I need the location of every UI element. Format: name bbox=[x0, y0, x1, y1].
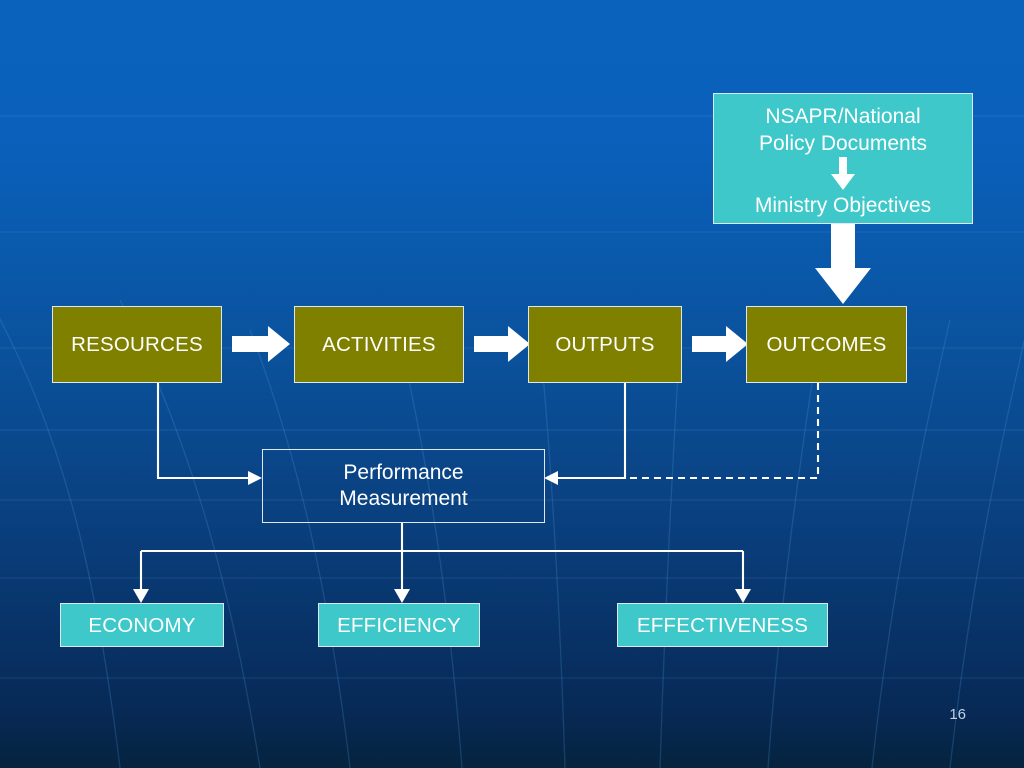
source-line-2: Policy Documents bbox=[758, 132, 928, 156]
chain-box-activities-label: ACTIVITIES bbox=[322, 333, 436, 356]
measure-box-effectiveness[interactable]: EFFECTIVENESS bbox=[617, 603, 828, 647]
block-arrow-top-to-outcomes bbox=[815, 220, 871, 304]
chain-box-activities[interactable]: ACTIVITIES bbox=[294, 306, 464, 383]
down-arrow-icon bbox=[714, 156, 972, 192]
measure-box-effectiveness-label: EFFECTIVENESS bbox=[636, 613, 809, 637]
measurement-line-1: Performance bbox=[343, 461, 464, 485]
block-arrow-outputs-outcomes bbox=[692, 326, 748, 362]
measure-box-efficiency-label: EFFICIENCY bbox=[337, 613, 461, 637]
measure-box-economy[interactable]: ECONOMY bbox=[60, 603, 224, 647]
source-documents-box[interactable]: NSAPR/National Policy Documents Ministry… bbox=[713, 93, 973, 224]
chain-box-outputs-label: OUTPUTS bbox=[555, 333, 655, 356]
page-number: 16 bbox=[949, 706, 966, 723]
block-arrow-resources-activities bbox=[232, 326, 290, 362]
performance-measurement-box[interactable]: Performance Measurement bbox=[262, 449, 545, 523]
chain-box-resources-label: RESOURCES bbox=[71, 333, 203, 356]
dashed-line-outcomes-to-measurement bbox=[628, 383, 820, 480]
line-resources-to-measurement bbox=[156, 383, 262, 485]
source-line-1: NSAPR/National bbox=[765, 105, 921, 128]
chain-box-outcomes-label: OUTCOMES bbox=[766, 333, 887, 356]
block-arrow-activities-outputs bbox=[474, 326, 530, 362]
chain-box-outcomes[interactable]: OUTCOMES bbox=[746, 306, 907, 383]
source-line-3: Ministry Objectives bbox=[754, 193, 932, 217]
measure-box-efficiency[interactable]: EFFICIENCY bbox=[318, 603, 480, 647]
measurement-line-2: Measurement bbox=[339, 487, 468, 510]
chain-box-outputs[interactable]: OUTPUTS bbox=[528, 306, 682, 383]
measure-box-economy-label: ECONOMY bbox=[88, 613, 196, 637]
tree-measurement-to-measures bbox=[133, 523, 751, 603]
chain-box-resources[interactable]: RESOURCES bbox=[52, 306, 222, 383]
line-outputs-to-measurement bbox=[544, 383, 627, 485]
